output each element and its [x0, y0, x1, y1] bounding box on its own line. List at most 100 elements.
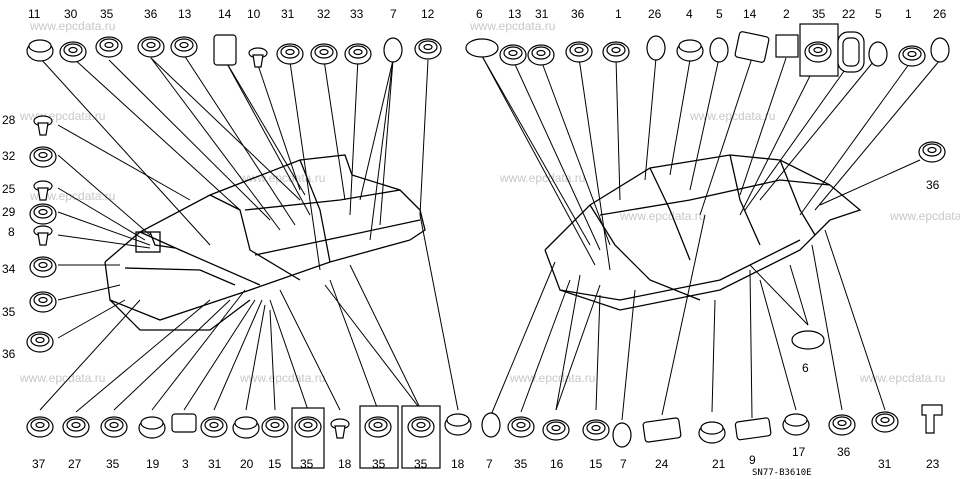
- watermark: www.epcdata.ru: [859, 371, 945, 385]
- part-6-cap: [465, 38, 499, 58]
- callout-number: 25: [2, 182, 16, 196]
- callout-number: 31: [281, 7, 295, 21]
- part-18-clip: [330, 418, 350, 439]
- callout-number: 36: [144, 7, 158, 21]
- part-35-grommet: [100, 416, 128, 438]
- callout-number: 12: [421, 7, 435, 21]
- watermark: www.epcdata.ru: [239, 371, 325, 385]
- watermark: www.epcdata.ru: [889, 209, 960, 223]
- watermark: www.epcdata.ru: [619, 209, 705, 223]
- callout-number: 4: [686, 7, 693, 21]
- part-15-grommet: [261, 416, 289, 438]
- callout-number: 35: [812, 7, 826, 21]
- callouts-top-right: 6 13 31 36 1 26 4 5 14 2 35 22 5 1 26: [476, 7, 947, 21]
- parts-top-right: [465, 23, 950, 77]
- part-36-grommet: [137, 36, 165, 58]
- part-5-disc: [868, 41, 888, 67]
- part-36-grommet: [918, 141, 946, 163]
- watermark: www.epcdata.ru: [239, 171, 325, 185]
- callout-number: 8: [8, 225, 15, 239]
- part-29-grommet: [29, 203, 57, 225]
- callout-number: 32: [317, 7, 331, 21]
- part-1-grommet: [898, 45, 926, 67]
- callout-number: 33: [350, 7, 364, 21]
- callout-number: 32: [2, 149, 16, 163]
- callout-number: 35: [106, 457, 120, 471]
- bottom-leader-lines: [39, 214, 886, 421]
- part-37-grommet: [26, 416, 54, 438]
- left-car-body: [104, 154, 426, 331]
- part-34-grommet: [29, 256, 57, 278]
- part-26-disc: [930, 37, 950, 63]
- part-31-grommet: [871, 411, 899, 433]
- callout-number: 27: [68, 457, 82, 471]
- part-35-grommet: [364, 416, 392, 438]
- part-13-grommet: [170, 36, 198, 58]
- part-30-grommet: [59, 41, 87, 63]
- callout-number: 21: [712, 457, 726, 471]
- part-33-grommet: [344, 43, 372, 65]
- part-5-disc: [709, 37, 729, 63]
- part-31-grommet: [200, 416, 228, 438]
- part-3-bracket: [171, 413, 197, 433]
- part-13-grommet: [499, 44, 527, 66]
- part-9-pad: [734, 417, 772, 441]
- callout-number: 36: [837, 445, 851, 459]
- part-32-grommet: [29, 146, 57, 168]
- callout-number: 35: [2, 305, 16, 319]
- part-1-grommet: [602, 41, 630, 63]
- watermark: www.epcdata.ru: [689, 109, 775, 123]
- callout-number: 29: [2, 205, 16, 219]
- part-20-plug: [232, 416, 260, 439]
- callout-number: 7: [620, 457, 627, 471]
- callout-number: 35: [514, 457, 528, 471]
- callout-number: 31: [878, 457, 892, 471]
- callout-number: 26: [933, 7, 947, 21]
- part-27-grommet: [62, 416, 90, 438]
- part-2-pad: [775, 34, 799, 58]
- callout-number: 15: [268, 457, 282, 471]
- part-24-pad: [642, 417, 682, 443]
- part-17-plug: [782, 413, 810, 436]
- callout-number: 10: [247, 7, 261, 21]
- watermark: www.epcdata.ru: [509, 371, 595, 385]
- callout-number: 17: [792, 445, 806, 459]
- part-23-tag: [921, 404, 943, 434]
- part-36-grommet: [26, 331, 54, 353]
- callout-number: 20: [240, 457, 254, 471]
- watermark: www.epcdata.ru: [469, 19, 555, 33]
- callouts-bottom: 37 27 35 19 3 31 20 15 35 18 35 35 18 7 …: [32, 445, 940, 471]
- callouts-top-left: 11 30 35 36 13 14 10 31 32 33 7 12: [28, 7, 435, 21]
- parts-top-left: [26, 34, 442, 68]
- part-8-clip: [33, 225, 53, 246]
- watermark: www.epcdata.ru: [19, 371, 105, 385]
- callout-number: 26: [648, 7, 662, 21]
- part-14-tape: [734, 31, 770, 63]
- part-6-cap: [791, 330, 825, 350]
- callout-number: 5: [716, 7, 723, 21]
- parts-left-side: [26, 115, 57, 353]
- callout-number: 16: [550, 457, 564, 471]
- callout-number: 37: [32, 457, 46, 471]
- callout-number: 36: [926, 178, 940, 192]
- callout-number: 30: [64, 7, 78, 21]
- part-36-grommet: [565, 41, 593, 63]
- part-12-grommet: [414, 38, 442, 60]
- part-18-plug: [444, 413, 472, 436]
- part-31-grommet: [276, 43, 304, 65]
- part-35-grommet: [294, 416, 322, 438]
- part-7-disc: [383, 37, 403, 63]
- callout-number: 18: [451, 457, 465, 471]
- callout-number: 11: [28, 7, 41, 21]
- callout-number: 24: [655, 457, 669, 471]
- part-10-clip: [248, 47, 268, 68]
- callout-number: 28: [2, 113, 16, 127]
- parts-bottom-row: [26, 404, 943, 469]
- watermark: www.epcdata.ru: [499, 171, 585, 185]
- callout-number: 9: [749, 453, 756, 467]
- part-31-grommet: [527, 44, 555, 66]
- callout-number: 15: [589, 457, 603, 471]
- part-35-grommet: [29, 291, 57, 313]
- callout-number: 35: [372, 457, 386, 471]
